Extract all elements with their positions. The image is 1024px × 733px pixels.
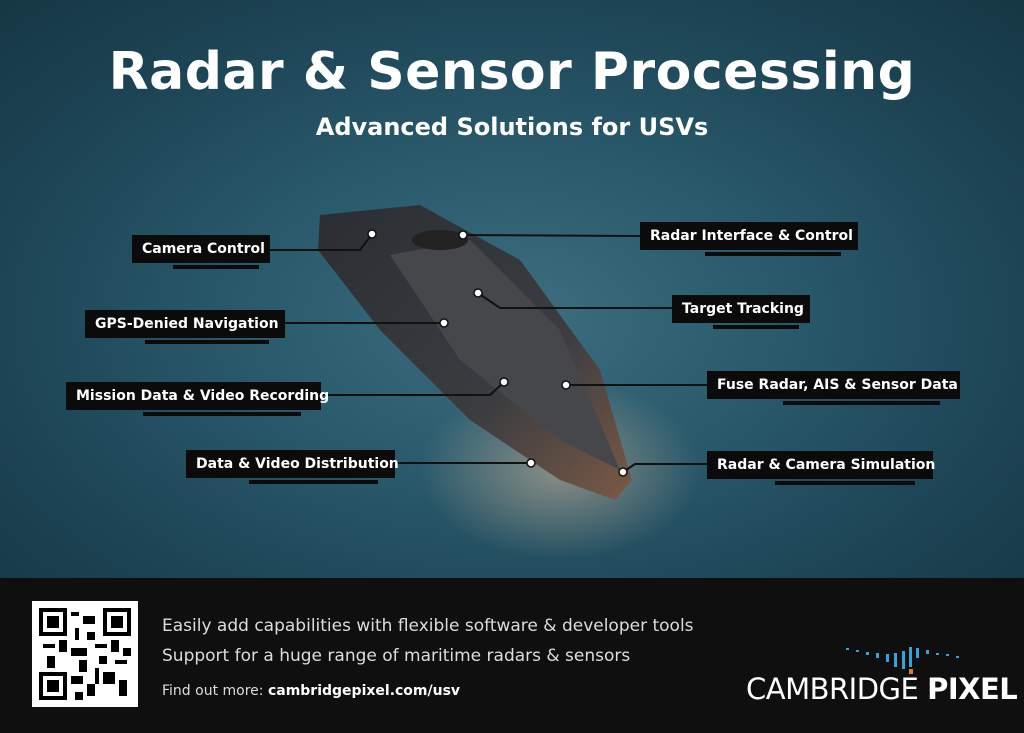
main-title: Radar & Sensor Processing [108, 42, 916, 102]
label-radar-interface: Radar Interface & Control [640, 222, 858, 256]
label-target-tracking: Target Tracking [672, 295, 810, 329]
logo-text-cambridge: CAMBRIDGE [746, 672, 928, 706]
website-link[interactable]: cambridgepixel.com/usv [267, 683, 461, 699]
footer-line-2: Support for a huge range of maritime rad… [162, 646, 631, 666]
hero-image: Radar & Sensor Processing Advanced Solut… [0, 0, 1024, 578]
subtitle: Advanced Solutions for USVs [315, 113, 709, 141]
label-simulation: Radar & Camera Simulation [707, 451, 935, 485]
label-camera-control: Camera Control [132, 235, 270, 269]
usv-illustration [318, 205, 700, 560]
logo-text-pixel: PIXEL [927, 672, 1018, 706]
label-mission-recording: Mission Data & Video Recording [66, 382, 329, 416]
find-more-prefix: Find out more: [162, 683, 268, 699]
label-sensor-fusion: Fuse Radar, AIS & Sensor Data [707, 371, 960, 405]
label-gps-denied-navigation: GPS-Denied Navigation [85, 310, 285, 344]
footer-band [0, 578, 1024, 733]
footer-find-more: Find out more: cambridgepixel.com/usv [162, 683, 460, 699]
company-logo-text: CAMBRIDGE PIXEL [746, 672, 1018, 706]
label-data-distribution: Data & Video Distribution [186, 450, 399, 484]
cambridge-pixel-logo-icon [846, 647, 959, 674]
footer-line-1: Easily add capabilities with flexible so… [162, 616, 694, 636]
qr-code[interactable] [32, 601, 138, 707]
